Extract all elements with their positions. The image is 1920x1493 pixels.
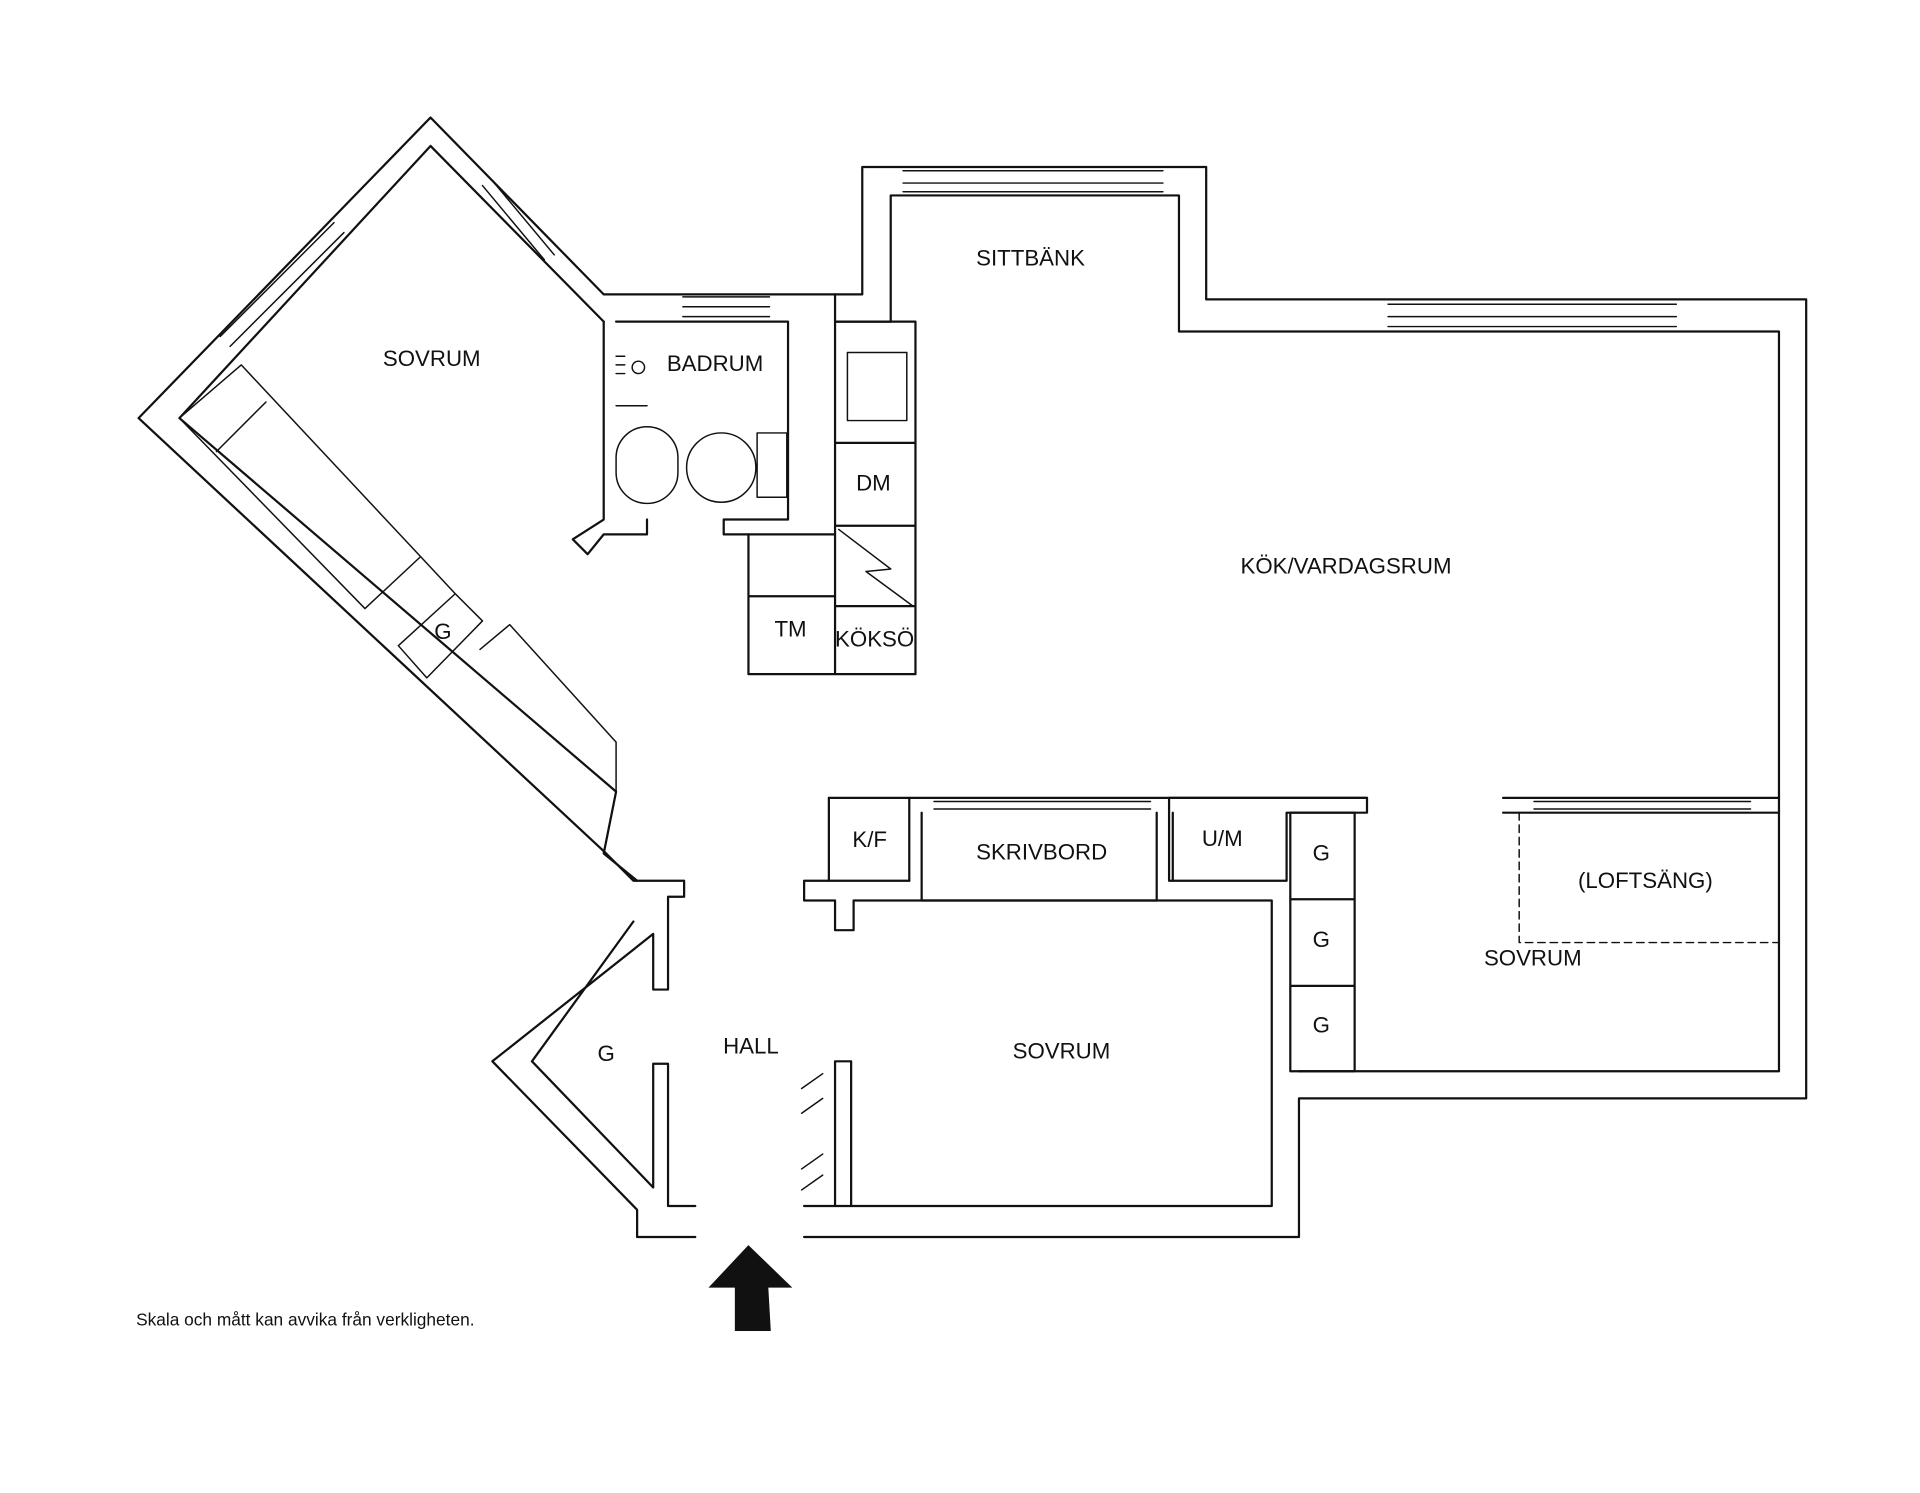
entrance-arrow-icon (708, 1245, 793, 1331)
disclaimer-note: Skala och mått kan avvika från verklighe… (136, 1310, 474, 1330)
room-label-badrum: BADRUM (667, 351, 763, 376)
room-label-um: U/M (1202, 826, 1243, 851)
room-label-kok-vardagsrum: KÖK/VARDAGSRUM (1240, 554, 1451, 579)
room-label-sovrum-left: SOVRUM (383, 346, 481, 371)
room-label-skrivbord: SKRIVBORD (976, 839, 1107, 864)
room-label-sovrum-center: SOVRUM (1013, 1039, 1111, 1064)
room-label-kf: K/F (852, 827, 887, 852)
room-label-sovrum-right: SOVRUM (1484, 946, 1582, 971)
room-label-kokso: KÖKSÖ (835, 627, 914, 652)
room-label-g-right-3: G (1313, 1013, 1330, 1038)
room-label-loftsang: (LOFTSÄNG) (1578, 868, 1713, 893)
room-label-dm: DM (856, 471, 891, 496)
room-label-g-right-1: G (1313, 841, 1330, 866)
room-label-hall: HALL (723, 1034, 779, 1059)
room-label-g-left: G (434, 619, 451, 644)
room-label-g-right-2: G (1313, 927, 1330, 952)
room-label-tm: TM (774, 617, 806, 642)
room-label-sittbank: SITTBÄNK (976, 246, 1085, 271)
walls (137, 116, 1808, 1239)
room-label-g-hall: G (598, 1041, 615, 1066)
